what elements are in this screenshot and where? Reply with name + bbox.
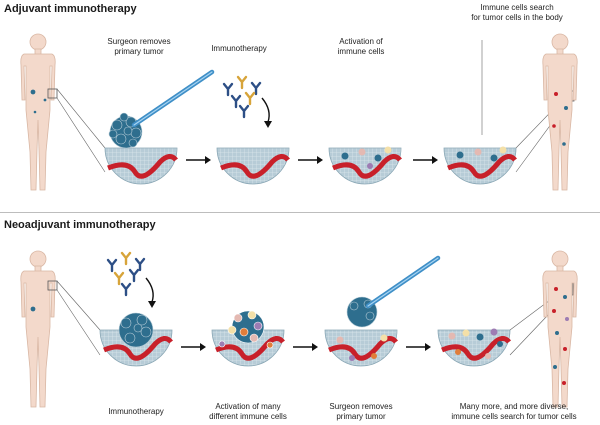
neoadjuvant-step1-label: Immunotherapy bbox=[108, 407, 164, 416]
neoadjuvant-step2-label: Activation of many different immune cell… bbox=[209, 402, 287, 421]
tissue-panel-2 bbox=[216, 147, 290, 185]
neoadjuvant-title: Neoadjuvant immunotherapy bbox=[4, 219, 156, 231]
antibody-cluster-2 bbox=[106, 251, 146, 297]
neoadjuvant-row bbox=[20, 250, 578, 408]
section-divider bbox=[0, 212, 600, 213]
adjuvant-step3-label: Activation of immune cells bbox=[337, 37, 385, 56]
adjuvant-step4-label: Immune cells search for tumor cells in t… bbox=[471, 3, 563, 22]
body-figure-right-2 bbox=[542, 250, 578, 408]
adjuvant-row bbox=[20, 33, 578, 191]
body-figure-left bbox=[20, 33, 56, 191]
body-figure-right bbox=[542, 33, 578, 191]
adjuvant-step2-label: Immunotherapy bbox=[211, 44, 267, 53]
tissue-panel-6 bbox=[211, 310, 285, 367]
zoom-lines bbox=[56, 88, 106, 173]
tissue-panel-7 bbox=[324, 255, 441, 367]
antibody-cluster bbox=[222, 75, 262, 119]
zoom-box bbox=[47, 88, 58, 99]
curved-arrow bbox=[261, 97, 270, 123]
tissue-panel-4 bbox=[443, 146, 517, 185]
tumor bbox=[108, 112, 143, 149]
adjuvant-step1-label: Surgeon removes primary tumor bbox=[107, 37, 171, 56]
tissue-panel-3 bbox=[328, 146, 402, 185]
tissue-panel-5 bbox=[99, 312, 173, 367]
adjuvant-title: Adjuvant immunotherapy bbox=[4, 3, 137, 15]
neoadjuvant-step3-label: Surgeon removes primary tumor bbox=[329, 402, 393, 421]
body-figure-left-2 bbox=[20, 250, 56, 408]
neoadjuvant-step4-label: Many more, and more diverse, immune cell… bbox=[451, 402, 577, 421]
tissue-panel-8 bbox=[437, 328, 511, 367]
tissue-panel-1 bbox=[104, 69, 215, 185]
